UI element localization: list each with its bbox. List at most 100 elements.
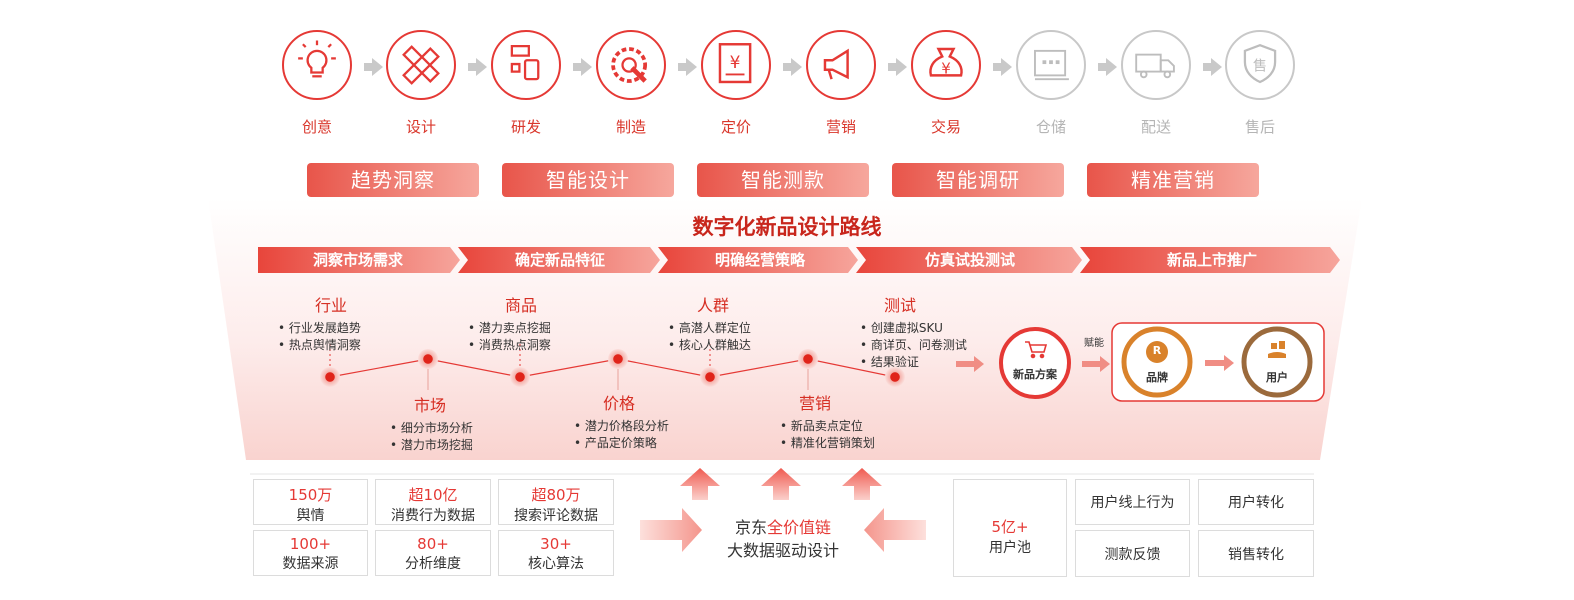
center-prefix: 京东 (734, 518, 767, 537)
data-text: 分析维度 (405, 556, 461, 572)
user-pool-box: 5亿+ 用户池 (953, 479, 1067, 577)
pencil-ruler-icon (386, 30, 456, 100)
band-label: 新品上市推广 (1166, 251, 1257, 269)
stage-title: 商品 (504, 296, 537, 315)
stage-price: 价格 潜力价格段分析产品定价策略 (574, 390, 669, 452)
capability-pill: 趋势洞察 (307, 163, 479, 197)
stage-test: 测试 创建虚拟SKU商详页、问卷测试结果验证 (860, 292, 967, 371)
user-hand-icon (1268, 341, 1286, 358)
left-inflow-arrow (640, 508, 702, 552)
route-dot (320, 367, 340, 387)
center-line2: 大数据驱动设计 (726, 541, 839, 560)
stage-item: 潜力市场挖掘 (390, 437, 473, 454)
route-dot (798, 349, 818, 369)
chain-step: ¥ 定价 (698, 30, 774, 137)
route-dot (885, 367, 905, 387)
data-value: 80+ (417, 535, 449, 553)
brand-r-icon: R (1152, 344, 1162, 357)
user-label: 用户 (1266, 371, 1288, 384)
user-box: 测款反馈 (1075, 530, 1190, 577)
band-label: 仿真试投测试 (924, 251, 1015, 269)
svg-text:售: 售 (1253, 58, 1267, 75)
chain-step: ¥交易 (908, 30, 984, 137)
chain-step-label: 配送 (1140, 118, 1171, 136)
data-box: 超80万搜索评论数据 (498, 479, 614, 525)
chain-step-label: 设计 (405, 118, 436, 136)
route-dot (608, 349, 628, 369)
stage-product: 商品 潜力卖点挖掘消费热点洞察 (468, 292, 574, 354)
route-dot (510, 367, 530, 387)
chain-arrow-icon (678, 58, 697, 76)
capability-pill: 精准营销 (1087, 163, 1259, 197)
center-highlight: 全价值链 (767, 518, 832, 537)
stage-item: 行业发展趋势 (278, 320, 384, 337)
band-1-shape (258, 247, 460, 273)
stage-title: 价格 (602, 394, 635, 413)
user-box: 用户转化 (1198, 479, 1314, 525)
chain-step: 创意 (279, 30, 355, 137)
data-value: 150万 (288, 486, 333, 504)
chain-step-label: 营销 (825, 118, 856, 136)
stage-audience: 人群 高潜人群定位核心人群触达 (668, 292, 758, 354)
user-box: 销售转化 (1198, 530, 1314, 577)
chain-arrow-icon (993, 58, 1012, 76)
money-bag-icon: ¥ (911, 30, 981, 100)
stage-item: 细分市场分析 (390, 420, 473, 437)
chain-step-label: 制造 (615, 118, 646, 136)
cart-icon (1025, 341, 1048, 359)
data-value: 超10亿 (408, 486, 458, 504)
data-value: 超80万 (531, 486, 581, 504)
route-title: 数字化新品设计路线 (692, 215, 882, 239)
data-box: 80+ 分析维度 (375, 530, 491, 576)
svg-text:¥: ¥ (730, 53, 741, 73)
svg-text:¥: ¥ (941, 59, 951, 77)
data-box: 30+ 核心算法 (498, 530, 614, 576)
price-tag-icon: ¥ (701, 30, 771, 100)
stage-marketing: 营销 新品卖点定位精准化营销策划 (780, 390, 875, 452)
stage-item: 精准化营销策划 (780, 435, 875, 452)
truck-icon (1121, 30, 1191, 100)
route-dot (700, 367, 720, 387)
chain-step-label: 研发 (510, 118, 541, 136)
capability-pill: 智能调研 (892, 163, 1064, 197)
band-label: 洞察市场需求 (312, 251, 403, 269)
stage-title: 市场 (413, 396, 446, 415)
right-inflow-arrow (864, 508, 926, 552)
user-pool-value: 5亿+ (991, 518, 1029, 536)
center-caption: 京东全价值链 (700, 514, 866, 538)
chain-step: 研发 (488, 30, 564, 137)
stage-item: 消费热点洞察 (468, 337, 574, 354)
data-value: 30+ (540, 535, 572, 553)
band-label: 确定新品特征 (514, 251, 605, 269)
data-text: 核心算法 (528, 556, 584, 572)
data-text: 搜索评论数据 (514, 508, 598, 524)
stage-item: 潜力卖点挖掘 (468, 320, 574, 337)
warehouse-icon (1016, 30, 1086, 100)
chain-arrow-icon (364, 58, 383, 76)
stage-item: 创建虚拟SKU (860, 320, 967, 337)
stage-title: 营销 (798, 394, 831, 413)
data-value: 100+ (289, 535, 332, 553)
chain-arrow-icon (1203, 58, 1222, 76)
chain-step-label: 定价 (720, 118, 751, 136)
chain-step: 仓储 (1013, 30, 1089, 137)
band-label: 明确经营策略 (714, 251, 805, 269)
stage-title: 人群 (696, 296, 729, 315)
shield-icon: 售 (1225, 30, 1295, 100)
data-box: 150万舆情 (253, 479, 368, 525)
stage-item: 产品定价策略 (574, 435, 669, 452)
brand-label: 品牌 (1146, 371, 1168, 384)
gear-wrench-icon (596, 30, 666, 100)
empower-label: 赋能 (1084, 338, 1104, 349)
stage-industry: 行业 行业发展趋势热点舆情洞察 (278, 292, 384, 354)
capability-pill: 智能设计 (502, 163, 674, 197)
data-text: 舆情 (296, 508, 325, 524)
stage-item: 高潜人群定位 (668, 320, 758, 337)
stage-item: 核心人群触达 (668, 337, 758, 354)
plan-label: 新品方案 (1013, 368, 1057, 381)
chain-step: 配送 (1118, 30, 1194, 137)
chain-step: 设计 (383, 30, 459, 137)
stage-item: 商详页、问卷测试 (860, 337, 967, 354)
chain-arrow-icon (468, 58, 487, 76)
chain-step-label: 售后 (1244, 118, 1275, 136)
